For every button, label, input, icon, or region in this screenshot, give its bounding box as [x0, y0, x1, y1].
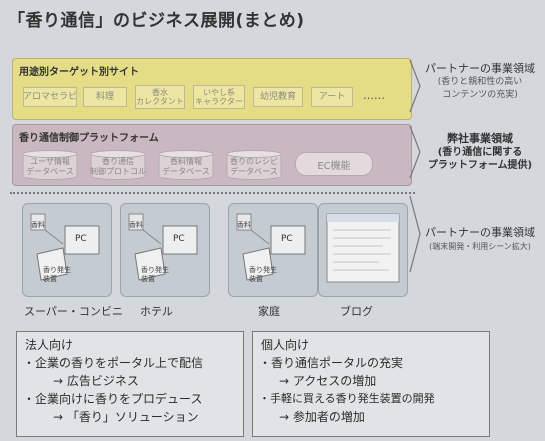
personal-box: 個人向け ・香り通信ポータルの充実 → アクセスの増加 ・手軽に買える香り発生装…	[252, 331, 490, 437]
own-domain-sub2: プラットフォーム提供)	[427, 160, 533, 171]
section-divider-dotted	[10, 192, 415, 194]
personal-box-title: 個人向け	[261, 338, 310, 352]
env-supermarket: 香料 PC 香り発生 装置	[22, 203, 112, 297]
blog-screen-icon	[326, 213, 400, 283]
user-info-database: ユーザ情報 データベース	[22, 150, 78, 180]
env-blog	[318, 203, 408, 297]
business-box: 法人向け ・企業の香りをポータル上で配信 → 広告ビジネス ・企業向けに香りをプ…	[16, 331, 244, 437]
recipe-database: 香りのレシピ データベース	[226, 150, 282, 180]
business-line-3: ・企業向けに香りをプロデュース	[23, 392, 203, 406]
partner-domain-bottom: パートナーの事業領域 (端末開発・利用シーン拡大)	[418, 226, 542, 253]
partner-domain-bottom-sub1: (端末開発・利用シーン拡大)	[429, 242, 531, 251]
user-info-database-label: ユーザ情報 データベース	[26, 157, 74, 176]
env-label-supermarket: スーパー・コンビニ	[24, 305, 123, 318]
business-box-title: 法人向け	[25, 338, 74, 352]
ec-function: EC機能	[295, 152, 373, 176]
business-line-1: ・企業の香りをポータル上で配信	[23, 356, 204, 370]
target-site-title: 用途別ターゲット別サイト	[19, 67, 139, 78]
env-home-kaori: 香料	[237, 221, 251, 229]
database-cylinder-icon	[22, 150, 78, 180]
fragrance-info-database-label: 香料情報 データベース	[162, 157, 210, 176]
chip-healing-character: いやし系 キャラクター	[193, 85, 245, 109]
chip-cooking: 料理	[83, 87, 127, 107]
env-label-home: 家庭	[258, 305, 280, 318]
chip-early-education: 幼児教育	[253, 87, 303, 107]
control-protocol: 香り通信 制御プロトコル	[90, 150, 146, 180]
personal-line-4: → 参加者の増加	[279, 410, 365, 424]
chip-aroma: アロマセラピ	[23, 87, 77, 107]
env-hotel-gen: 香り発生 装置	[141, 266, 169, 283]
env-hotel: 香料 PC 香り発生 装置	[120, 203, 210, 297]
partner-domain-top: パートナーの事業領域 (香りと親和性の高い コンテンツの充実)	[418, 62, 542, 102]
own-domain: 弊社事業領域 (香り通信に関する プラットフォーム提供)	[418, 132, 542, 172]
env-home-pc: PC	[281, 234, 293, 244]
scent-device-set-icon	[128, 213, 198, 281]
chip-ellipsis: ……	[363, 89, 385, 102]
business-line-2: → 広告ビジネス	[53, 374, 139, 388]
business-line-4: → 「香り」ソリューション	[53, 410, 199, 424]
personal-line-1: ・香り通信ポータルの充実	[259, 356, 404, 370]
partner-domain-top-title: パートナーの事業領域	[425, 62, 535, 75]
chip-perfume: 香水 カレクタント	[135, 85, 185, 109]
scent-device-set-icon	[236, 213, 306, 281]
env-label-hotel: ホテル	[140, 305, 173, 318]
database-cylinder-icon	[90, 150, 146, 180]
env-supermarket-gen: 香り発生 装置	[43, 266, 71, 283]
partner-domain-bottom-title: パートナーの事業領域	[425, 226, 535, 239]
chip-art: アート	[311, 87, 353, 107]
partner-domain-top-sub1: (香りと親和性の高い	[437, 77, 523, 87]
personal-line-2: → アクセスの増加	[279, 374, 377, 388]
fragrance-info-database: 香料情報 データベース	[158, 150, 214, 180]
recipe-database-label: 香りのレシピ データベース	[230, 157, 278, 176]
partner-domain-top-sub2: コンテンツの充実)	[442, 90, 518, 100]
control-protocol-label: 香り通信 制御プロトコル	[90, 157, 146, 176]
own-domain-sub1: (香り通信に関する	[437, 147, 523, 158]
env-hotel-kaori: 香料	[129, 221, 143, 229]
database-cylinder-icon	[158, 150, 214, 180]
env-supermarket-kaori: 香料	[31, 221, 45, 229]
page-title: 「香り通信」のビジネス展開(まとめ)	[8, 11, 305, 31]
env-supermarket-pc: PC	[75, 234, 87, 244]
own-domain-title: 弊社事業領域	[447, 132, 513, 145]
section-dividers	[409, 59, 421, 273]
env-home-gen: 香り発生 装置	[249, 266, 277, 283]
database-cylinder-icon	[226, 150, 282, 180]
env-hotel-pc: PC	[173, 234, 185, 244]
personal-line-3: ・手軽に買える香り発生装置の開発	[259, 392, 435, 405]
env-label-blog: ブログ	[340, 305, 373, 318]
platform-title: 香り通信制御プラットフォーム	[19, 133, 159, 144]
env-home: 香料 PC 香り発生 装置	[228, 203, 318, 297]
target-site-panel: 用途別ターゲット別サイト アロマセラピ 料理 香水 カレクタント いやし系 キャ…	[12, 58, 412, 120]
scent-device-set-icon	[30, 213, 100, 281]
